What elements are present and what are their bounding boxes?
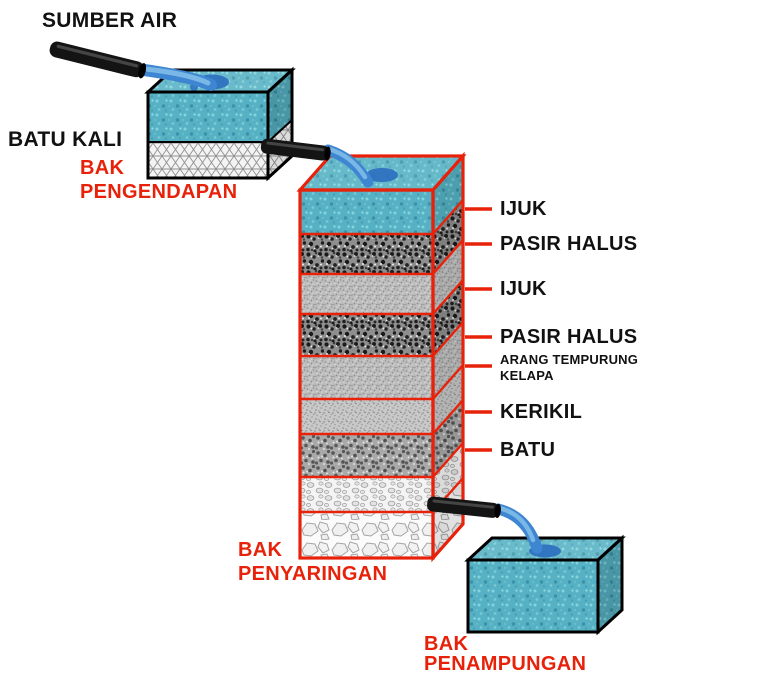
water-pour-transfer-highlight (326, 146, 368, 180)
layer-pasir-1-front (300, 274, 433, 314)
inlet-pipe (49, 41, 147, 79)
storage-tank (464, 534, 626, 636)
water-pour-inlet-highlight (143, 66, 211, 86)
label-batu-kali: BATU KALI (8, 128, 123, 151)
filter-frame (296, 151, 467, 563)
layer-water-front (300, 190, 433, 234)
filtration-tank (296, 151, 492, 563)
label-bak-pengendapan: BAK PENGENDAPAN (80, 157, 238, 203)
outlet-pipe (427, 496, 501, 519)
layer-pasir-2-front (300, 356, 433, 399)
filter-side-layers (433, 156, 463, 558)
layer-kerikil-front (300, 434, 433, 477)
label-sumber-air: SUMBER AIR (42, 9, 178, 32)
layer-ijuk-1-front (300, 234, 433, 274)
layer-ijuk-2-front (300, 314, 433, 356)
water-pour-outlet-highlight (496, 505, 536, 543)
label-layer-pasir-halus-1: PASIR HALUS (500, 233, 638, 255)
label-layer-kerikil: KERIKIL (500, 401, 583, 423)
label-layer-arang-tempurung-kelapa: ARANG TEMPURUNG KELAPA (500, 352, 639, 383)
transfer-pipe (260, 138, 331, 161)
layer-arang-front (300, 399, 433, 434)
label-layer-ijuk-1: IJUK (500, 198, 547, 220)
label-layer-batu: BATU (500, 439, 556, 461)
water-splash-2 (366, 168, 398, 182)
label-bak-penampungan: BAK PENAMPUNGAN (424, 633, 587, 674)
label-layer-ijuk-2: IJUK (500, 278, 547, 300)
layer-stone-front (300, 512, 433, 558)
layer-batu-front (300, 477, 433, 512)
layer-ticks (465, 207, 492, 452)
label-bak-penyaringan: BAK PENYARINGAN (238, 539, 388, 585)
label-layer-pasir-halus-2: PASIR HALUS (500, 326, 638, 348)
